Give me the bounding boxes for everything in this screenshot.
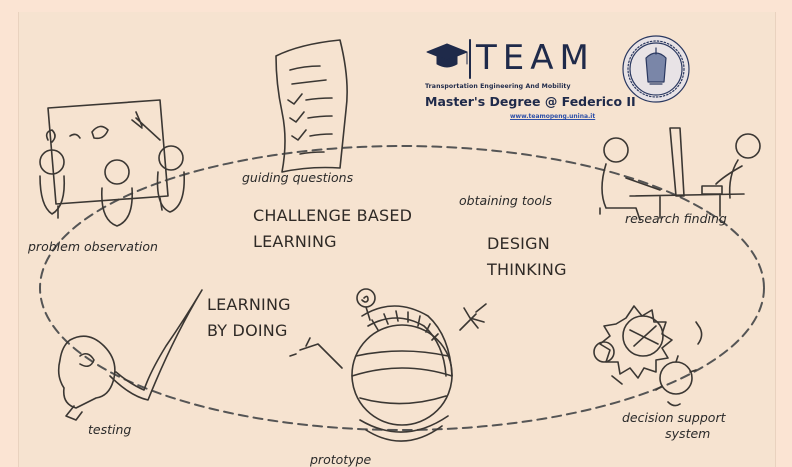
testing-sketch xyxy=(57,289,203,421)
method-learning-line1: LEARNING xyxy=(207,295,291,314)
team-logo-word: TEAM xyxy=(476,38,595,78)
label-obtaining-tools: obtaining tools xyxy=(459,193,553,208)
decision-support-sketch xyxy=(593,305,703,407)
label-decision-support: decision support system xyxy=(622,410,726,442)
label-research-finding: research finding xyxy=(625,211,727,226)
label-problem-observation: problem observation xyxy=(28,239,158,254)
method-learning-by-doing: LEARNING BY DOING xyxy=(207,292,291,344)
label-testing: testing xyxy=(88,422,132,437)
method-learning-line2: BY DOING xyxy=(207,321,288,340)
university-seal-icon xyxy=(622,35,690,103)
problem-observation-sketch xyxy=(39,99,186,227)
method-challenge-based-learning: CHALLENGE BASED LEARNING xyxy=(253,203,412,255)
label-decision-support-line1: decision support xyxy=(622,410,726,425)
team-logo-degree: Master's Degree @ Federico II xyxy=(425,94,636,109)
method-design-line1: DESIGN xyxy=(487,234,550,253)
label-prototype: prototype xyxy=(310,452,372,467)
label-decision-support-line2: system xyxy=(665,426,711,441)
label-guiding-questions: guiding questions xyxy=(242,170,354,185)
method-design-line2: THINKING xyxy=(487,260,567,279)
team-logo-subtitle: Transportation Engineering And Mobility xyxy=(425,83,571,90)
team-logo-cap xyxy=(426,39,471,79)
method-challenge-line1: CHALLENGE BASED xyxy=(253,206,413,225)
cycle-ellipse xyxy=(39,145,765,431)
guiding-questions-sketch xyxy=(275,39,348,173)
method-challenge-line2: LEARNING xyxy=(253,232,337,251)
research-finding-sketch xyxy=(599,127,761,221)
method-design-thinking: DESIGN THINKING xyxy=(487,231,567,283)
prototype-sketch xyxy=(289,288,487,442)
team-logo-url[interactable]: www.teamopeng.unina.it xyxy=(510,113,596,120)
